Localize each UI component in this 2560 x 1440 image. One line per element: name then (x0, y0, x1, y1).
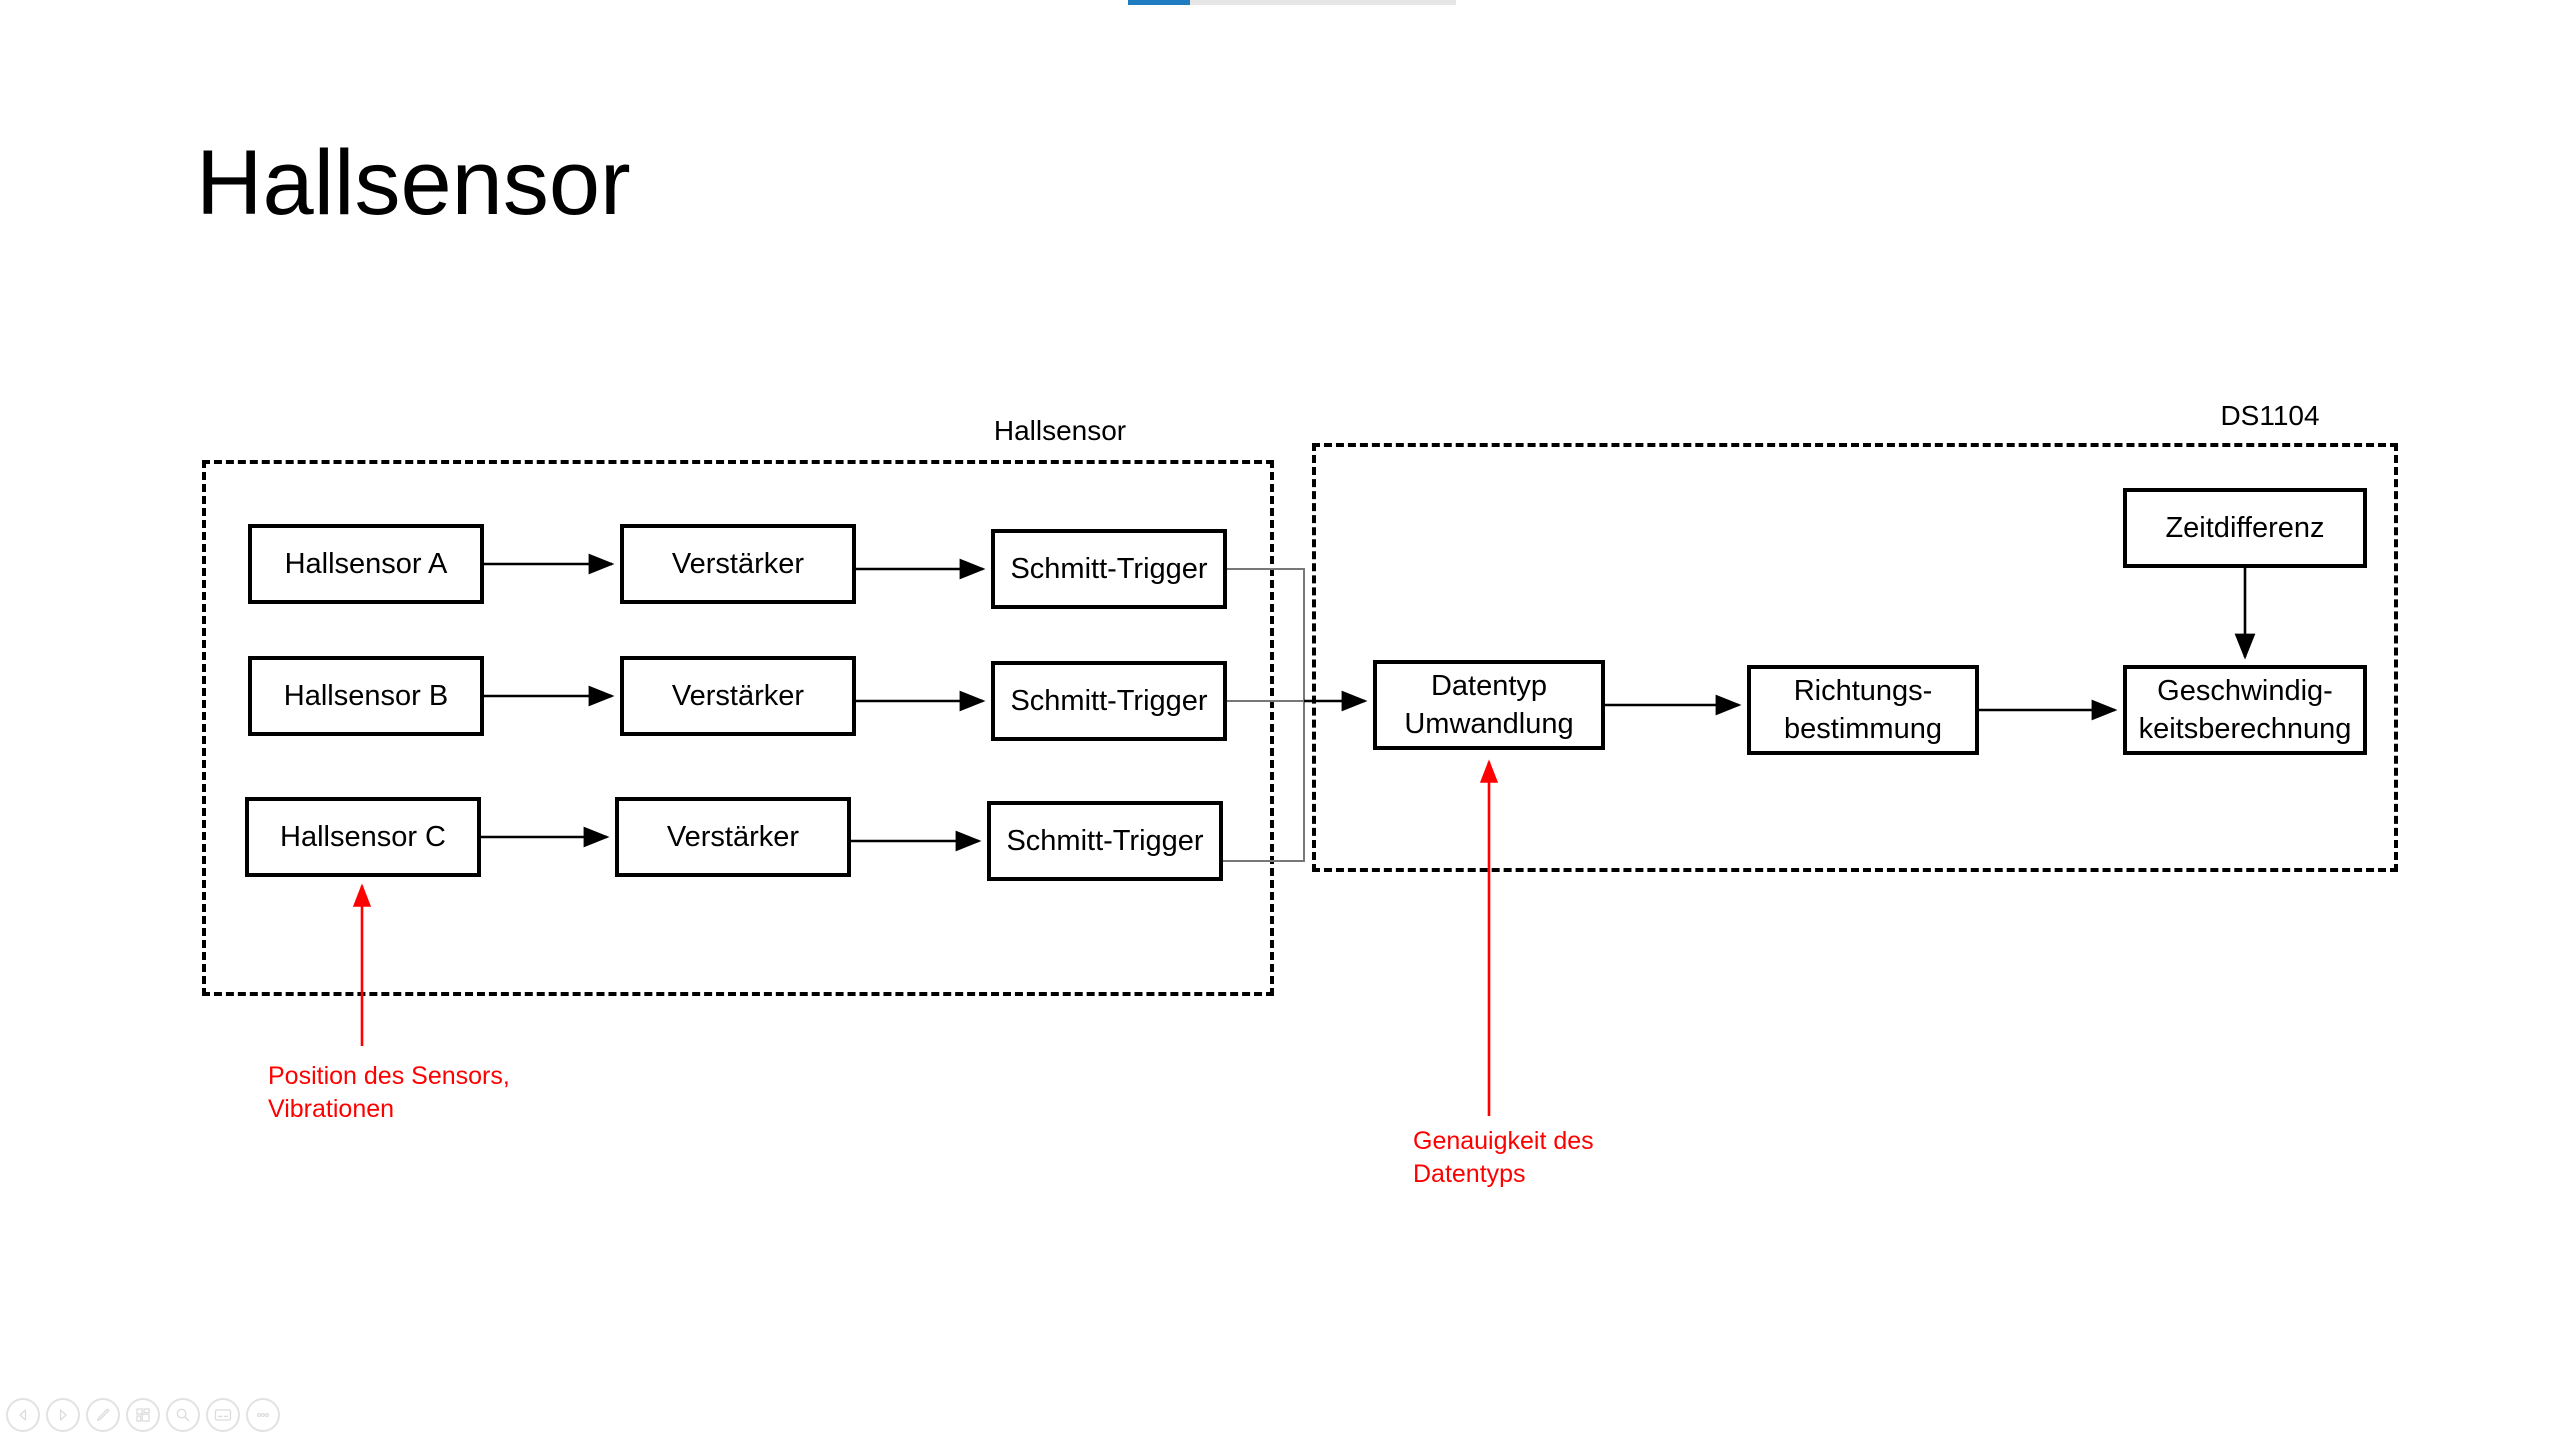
node-datentyp-umwandlung[interactable]: Datentyp Umwandlung (1373, 660, 1605, 750)
ellipsis-icon (257, 1413, 269, 1417)
node-schmitt-trigger-b[interactable]: Schmitt-Trigger (991, 661, 1227, 741)
next-slide-button[interactable] (46, 1398, 80, 1432)
node-verstaerker-c[interactable]: Verstärker (615, 797, 851, 877)
node-geschwindigkeitsberechnung-line2: keitsberechnung (2138, 713, 2352, 745)
node-datentyp-umwandlung-line2: Umwandlung (1404, 708, 1574, 740)
presentation-toolbar (6, 1398, 280, 1432)
node-verstaerker-b[interactable]: Verstärker (620, 656, 856, 736)
node-richtungsbestimmung-line2: bestimmung (1784, 713, 1942, 745)
note-sensor-position: Position des Sensors, Vibrationen (268, 1062, 510, 1123)
all-slides-button[interactable] (126, 1398, 160, 1432)
node-datentyp-umwandlung-line1: Datentyp (1430, 669, 1548, 702)
node-richtungsbestimmung-line1: Richtungs- (1793, 674, 1933, 707)
subtitles-button[interactable] (206, 1398, 240, 1432)
node-geschwindigkeitsberechnung-line1: Geschwindig- (2157, 674, 2333, 707)
pen-icon (97, 1408, 110, 1421)
pen-tool-button[interactable] (86, 1398, 120, 1432)
node-zeitdifferenz[interactable]: Zeitdifferenz (2123, 488, 2367, 568)
node-schmitt-trigger-c[interactable]: Schmitt-Trigger (987, 801, 1223, 881)
node-hallsensor-a[interactable]: Hallsensor A (248, 524, 484, 604)
previous-slide-button[interactable] (6, 1398, 40, 1432)
grid-slides-icon (136, 1408, 150, 1422)
triangle-left-icon (19, 1409, 27, 1421)
triangle-right-icon (59, 1409, 67, 1421)
node-richtungsbestimmung[interactable]: Richtungs- bestimmung (1747, 665, 1979, 755)
note-datentyp-genauigkeit: Genauigkeit des Datentyps (1413, 1127, 1594, 1188)
presentation-progress-track[interactable] (1128, 0, 1456, 5)
presentation-progress-fill (1128, 0, 1190, 5)
group-box-ds1104 (1312, 443, 2398, 872)
zoom-tool-button[interactable] (166, 1398, 200, 1432)
node-verstaerker-a[interactable]: Verstärker (620, 524, 856, 604)
node-hallsensor-c[interactable]: Hallsensor C (245, 797, 481, 877)
group-label-hallsensor: Hallsensor (993, 415, 1127, 446)
magnifier-icon (176, 1408, 190, 1422)
node-geschwindigkeitsberechnung[interactable]: Geschwindig- keitsberechnung (2123, 665, 2367, 755)
captions-icon (214, 1409, 232, 1421)
group-label-ds1104: DS1104 (2220, 400, 2320, 431)
node-hallsensor-b[interactable]: Hallsensor B (248, 656, 484, 736)
page-title: Hallsensor (196, 132, 631, 234)
more-options-button[interactable] (246, 1398, 280, 1432)
node-schmitt-trigger-a[interactable]: Schmitt-Trigger (991, 529, 1227, 609)
